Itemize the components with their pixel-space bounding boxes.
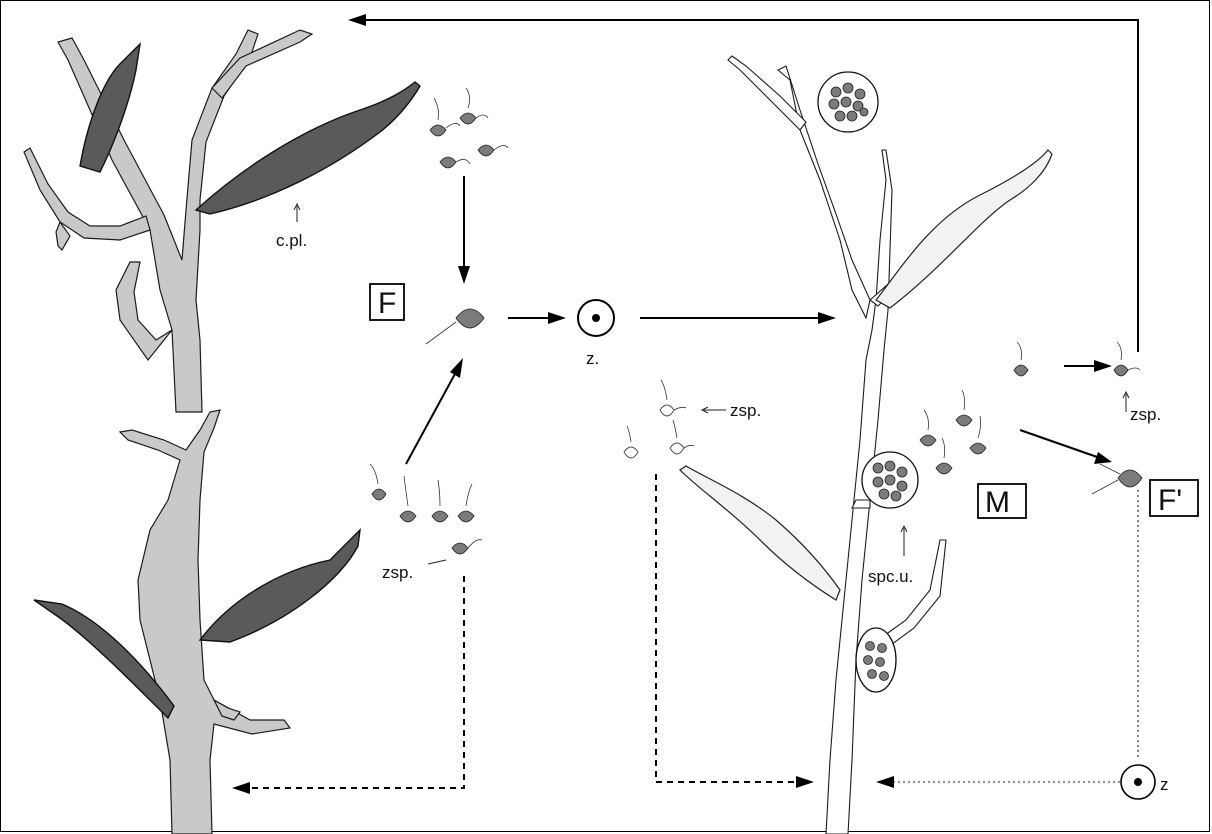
label-F: F (378, 287, 396, 320)
label-F-prime: F' (1158, 484, 1182, 517)
label-M: M (985, 486, 1010, 519)
label-spc-u: spc.u. (868, 567, 913, 586)
spc-u-pointer (901, 526, 907, 556)
arrow-dashed-middle (656, 474, 814, 788)
arrow-zoospore-to-zoospore (1064, 360, 1112, 372)
arrow-dotted-right (876, 490, 1138, 788)
arrow-to-zygote (508, 312, 566, 324)
zygote-z (578, 300, 614, 336)
arrow-zoospores-up (406, 358, 463, 464)
unilocular-sporangium-middle (862, 452, 918, 508)
label-z-bottom: z (1160, 775, 1169, 794)
fused-gamete-F (426, 309, 484, 344)
label-M-box: M (978, 484, 1026, 519)
gametophyte-thallus-bottom (34, 410, 360, 834)
arrow-zygote-to-sporophyte (640, 312, 836, 324)
zoospores-right (920, 342, 1140, 474)
label-c-pl: c.pl. (276, 231, 307, 250)
label-F-box: F (370, 284, 404, 320)
sporophyte-thallus (680, 56, 1052, 834)
label-zsp-top-right: zsp. (1130, 405, 1161, 424)
gametes-top (430, 88, 508, 168)
zsp-left-pointer (428, 560, 446, 564)
zoospores-middle-empty (624, 380, 726, 458)
zoospores-left (370, 464, 482, 554)
zsp-top-right-pointer (1123, 392, 1129, 412)
fused-gamete-F-prime (1092, 464, 1142, 494)
unilocular-sporangium-top (818, 72, 878, 132)
unilocular-sporangium-bottom (856, 628, 896, 692)
gametophyte-thallus-top (24, 30, 420, 412)
label-zsp-middle: zsp. (730, 401, 761, 420)
arrow-to-F-prime (1020, 430, 1112, 464)
label-z: z. (586, 349, 599, 368)
zygote-z-bottom (1121, 765, 1155, 799)
arrow-gametes-down (458, 176, 470, 284)
label-F-prime-box: F' (1150, 480, 1198, 517)
c-pl-pointer (294, 204, 300, 222)
label-zsp-left: zsp. (382, 563, 413, 582)
